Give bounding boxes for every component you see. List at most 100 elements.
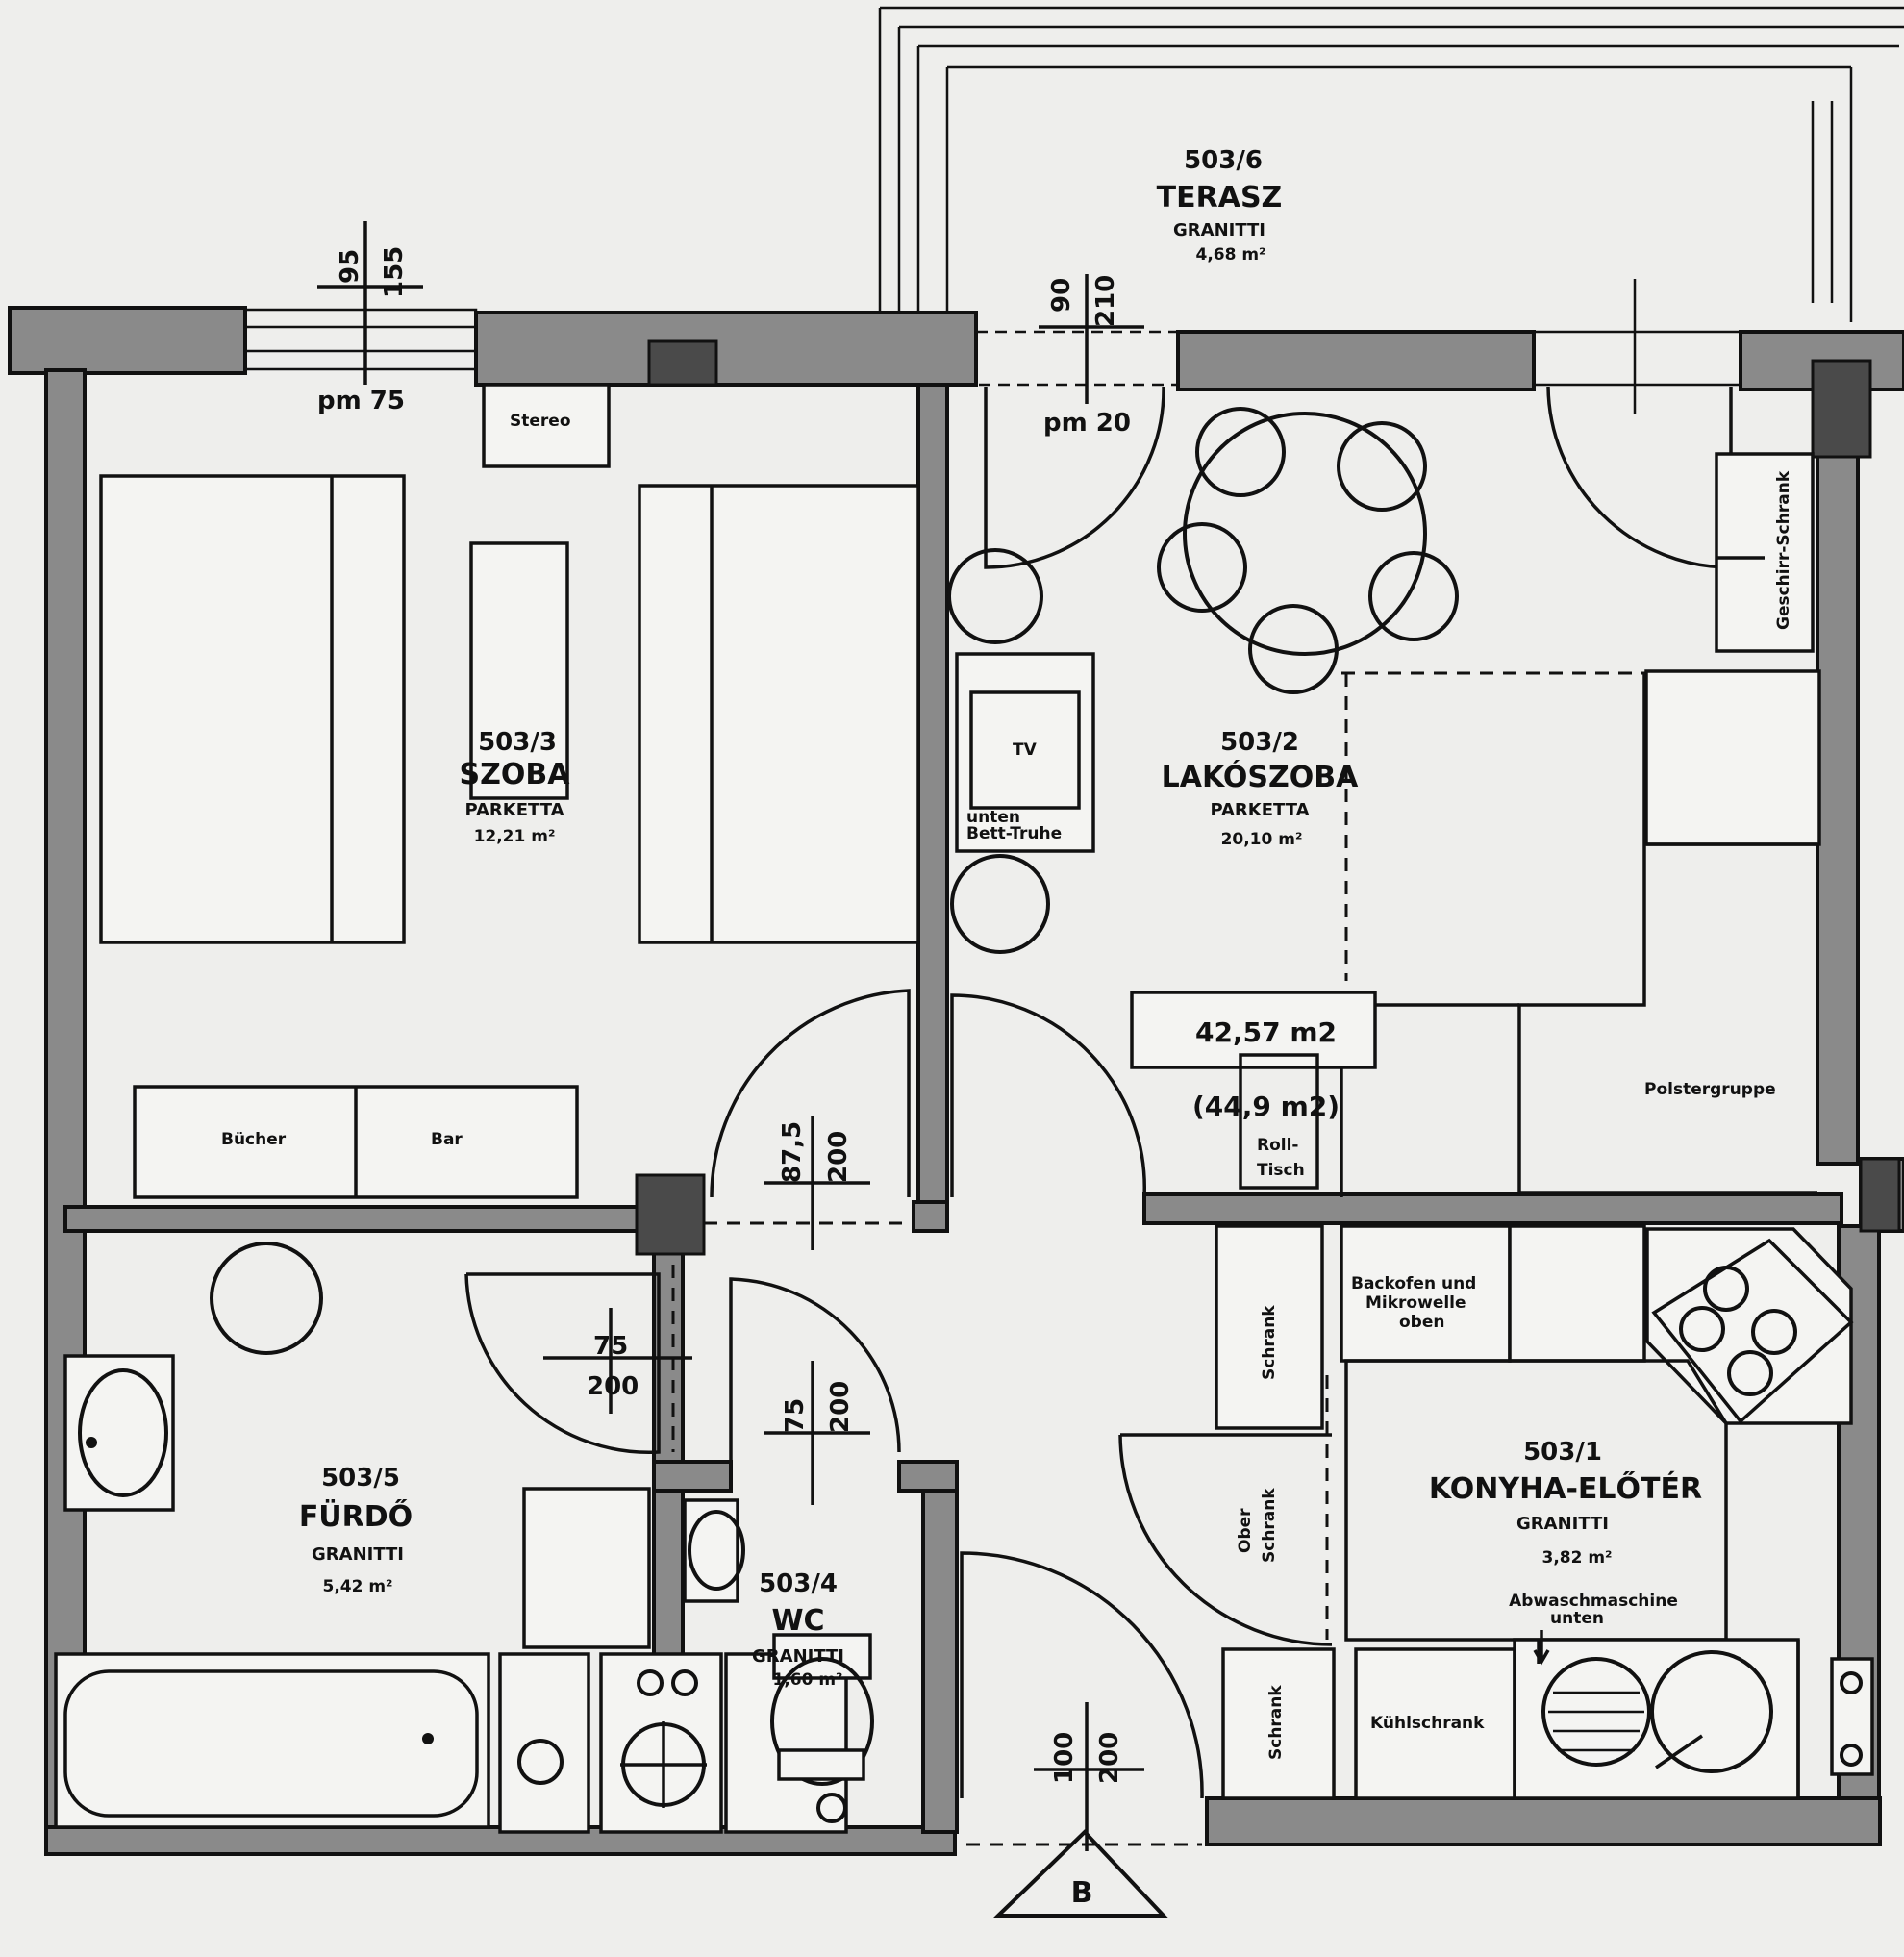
wc-fixtures	[683, 1498, 874, 1823]
doors	[464, 386, 1733, 1846]
kuhl-label: Kühlschrank	[1370, 1714, 1485, 1733]
geschirr-label: Geschirr-Schrank	[1774, 470, 1793, 630]
terasz-area: 4,68 m²	[1195, 245, 1265, 264]
door-balcony-swing	[984, 386, 1165, 569]
szoba-name: SZOBA	[460, 758, 571, 791]
kitchen-sink-bowl-2	[1650, 1650, 1773, 1773]
sofa-back	[1644, 669, 1821, 846]
kuhlschrank	[1354, 1647, 1516, 1800]
bed-left	[99, 474, 406, 944]
konyha-area: 3,82 m²	[1541, 1548, 1612, 1568]
backofen	[1340, 1224, 1512, 1363]
burner	[1751, 1309, 1797, 1355]
toilet-seat	[777, 1748, 865, 1781]
dim-door-furdo-top: 75	[593, 1332, 628, 1361]
tv-label: TV	[1013, 740, 1038, 760]
burner	[1679, 1306, 1725, 1352]
room-labels: 503/6 TERASZ GRANITTI 4,68 m² 503/3 SZOB…	[299, 146, 1702, 1690]
bathtub-inner	[63, 1669, 479, 1818]
abwasch-arrow	[1533, 1630, 1550, 1666]
roll-tisch	[1239, 1053, 1319, 1190]
lakoszoba-material: PARKETTA	[1210, 800, 1309, 820]
dim-window-mid-top: 90	[1047, 278, 1076, 313]
door-living-swing	[950, 993, 1146, 1198]
schrank-upper-label: Schrank	[1260, 1305, 1279, 1380]
handsink-bowl	[688, 1510, 745, 1591]
dim-door-furdo-bottom: 200	[587, 1372, 639, 1401]
dim-door-szoba-top: 87,5	[778, 1121, 807, 1183]
shower-drain	[210, 1242, 323, 1355]
boiler	[498, 1652, 590, 1834]
rolltisch-label-1: Roll-	[1257, 1136, 1298, 1155]
schrank-lower	[1221, 1647, 1336, 1800]
cabinet	[522, 1487, 651, 1649]
burner	[1703, 1266, 1749, 1312]
side-chair	[950, 854, 1050, 954]
section-marker-label: B	[1071, 1876, 1093, 1910]
terasz-name: TERASZ	[1157, 181, 1283, 214]
door-wc-swing	[729, 1277, 901, 1486]
abwasch-label-2: unten	[1550, 1609, 1604, 1628]
dim-window-left-bottom: 155	[380, 246, 409, 298]
side-chair	[947, 548, 1043, 644]
backofen-label-3: oben	[1399, 1313, 1444, 1332]
bar-label: Bar	[431, 1130, 463, 1149]
bettruhe-label-1: unten	[966, 808, 1020, 827]
chair	[1248, 604, 1339, 694]
dim-door-wc-top: 75	[781, 1398, 810, 1433]
lakoszoba-name: LAKÓSZOBA	[1162, 759, 1359, 794]
chair	[1157, 522, 1247, 613]
dim-door-entry-top: 100	[1050, 1732, 1079, 1784]
tub-drain-icon	[422, 1733, 434, 1744]
lakoszoba-area: 20,10 m²	[1221, 830, 1303, 849]
door-kitchen-window-swing	[1546, 386, 1733, 569]
dim-door-entry-bottom: 200	[1095, 1732, 1124, 1784]
walls	[8, 306, 1904, 1856]
backofen-label-2: Mikrowelle	[1365, 1293, 1466, 1313]
chair	[1337, 421, 1427, 512]
kitchen-sink-bowl	[1541, 1657, 1651, 1767]
furdo-material: GRANITTI	[312, 1544, 404, 1565]
schrank-upper	[1215, 1224, 1324, 1430]
door-szoba-swing	[710, 989, 911, 1198]
bed-right	[638, 484, 920, 944]
door-kitchen-swing	[1118, 1433, 1333, 1646]
dim-door-wc-bottom: 200	[826, 1381, 855, 1433]
kitchen-cabinet	[1508, 1224, 1646, 1363]
polster-label: Polstergruppe	[1644, 1080, 1776, 1099]
terasz-material: GRANITTI	[1173, 220, 1265, 240]
boiler-dial	[517, 1739, 564, 1785]
ober-schrank-label-2: Schrank	[1260, 1488, 1279, 1563]
chair	[1195, 407, 1286, 497]
rolltisch-label-2: Tisch	[1257, 1161, 1305, 1180]
stereo	[482, 383, 611, 468]
furdo-number: 503/5	[321, 1464, 400, 1493]
geschirr-schrank	[1715, 452, 1815, 653]
sink-unit	[1513, 1638, 1800, 1800]
dim-window-left-top: 95	[336, 249, 364, 284]
sink-bowl	[78, 1368, 168, 1497]
terasz-number: 503/6	[1184, 146, 1263, 175]
terrace-outline	[878, 6, 1904, 414]
total-net-area: 42,57 m2	[1195, 1016, 1337, 1048]
konyha-material: GRANITTI	[1516, 1514, 1609, 1534]
section-marker: B	[993, 1829, 1168, 1918]
szoba-area: 12,21 m²	[474, 827, 556, 846]
wc-area: 1,60 m²	[772, 1670, 842, 1690]
konyha-name: KONYHA-ELŐTÉR	[1429, 1470, 1702, 1506]
wall-outlet-panel	[1830, 1657, 1874, 1776]
chair	[1368, 551, 1459, 641]
dim-window-mid-sill: pm 20	[1043, 409, 1131, 438]
dim-window-mid-bottom: 210	[1091, 275, 1120, 327]
furdo-area: 5,42 m²	[322, 1577, 392, 1596]
faucet-icon	[86, 1437, 97, 1448]
dim-door-szoba-bottom: 200	[824, 1131, 853, 1183]
bathroom-fixtures	[54, 1242, 848, 1834]
lakoszoba-number: 503/2	[1220, 728, 1299, 757]
door-entry-swing	[960, 1551, 1204, 1799]
toilet-bowl	[770, 1657, 874, 1786]
living-furniture: TV unten Bett-Truhe Geschirr-Schrank Pol…	[947, 407, 1821, 1197]
konyha-number: 503/1	[1523, 1438, 1602, 1467]
kitchen-furniture: Schrank Backofen und Mikrowelle oben Obe…	[1215, 1224, 1874, 1800]
backofen-label-1: Backofen und	[1351, 1274, 1476, 1293]
